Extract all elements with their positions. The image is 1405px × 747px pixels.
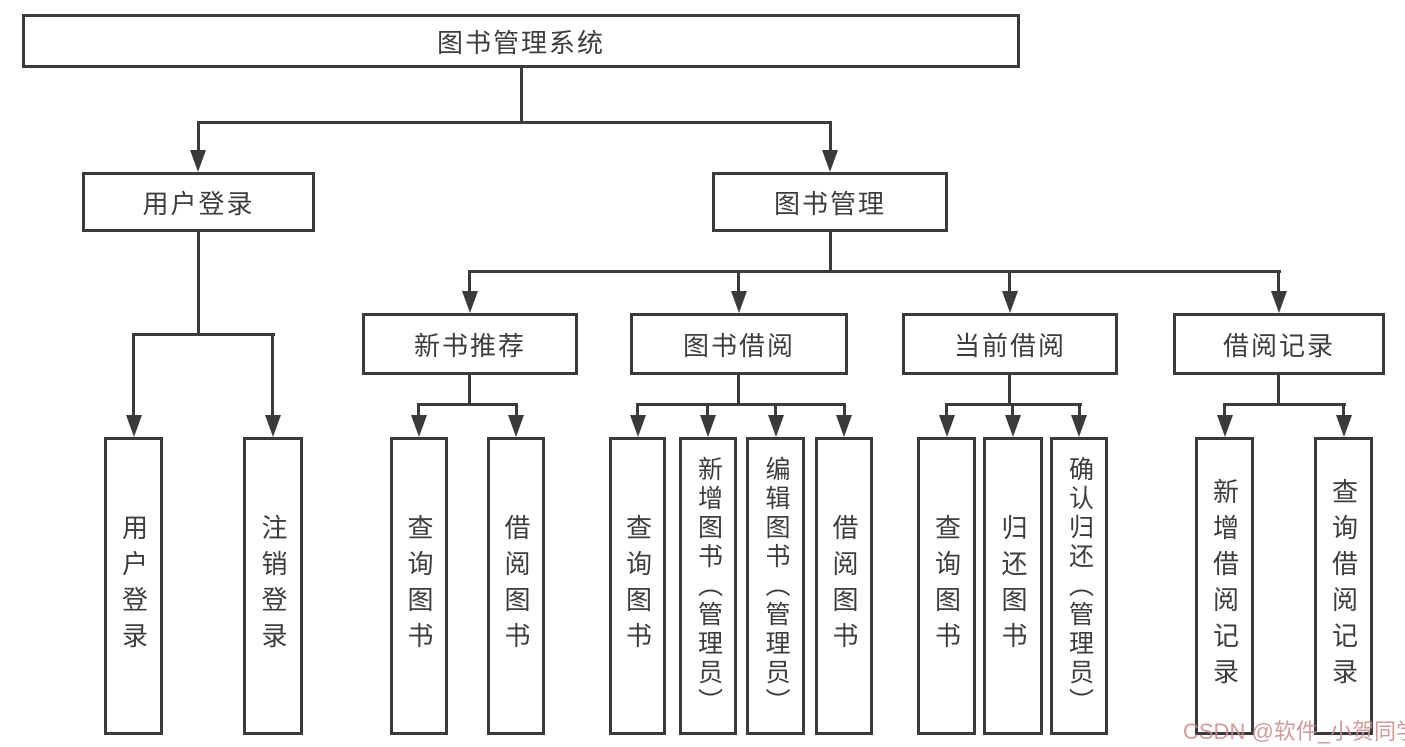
arrow-down-icon: [462, 291, 478, 313]
arrow-down-icon: [731, 291, 747, 313]
leaf-query-books-borrowing: 查询图书: [609, 437, 666, 735]
csdn-watermark: CSDN @软件_小贺同学: [1183, 719, 1405, 744]
arrow-down-icon: [1005, 415, 1021, 437]
connector-line: [706, 403, 709, 417]
connector-line: [468, 270, 1281, 273]
leaf-query-borrow-record: 查询借阅记录: [1314, 437, 1373, 735]
connector-line: [132, 333, 275, 336]
leaf-borrow-books-recommend: 借阅图书: [487, 437, 545, 735]
leaf-query-books-recommend: 查询图书: [390, 437, 448, 735]
connector-line: [197, 121, 832, 124]
node-new-book-recommend-label: 新书推荐: [413, 330, 526, 361]
connector-line: [417, 403, 420, 417]
connector-line: [1008, 270, 1011, 293]
connector-line: [468, 270, 471, 293]
arrow-down-icon: [768, 415, 784, 437]
connector-line: [737, 375, 740, 406]
leaf-user-login-label: 用户登录: [118, 514, 149, 658]
connector-line: [197, 121, 200, 152]
connector-line: [520, 68, 523, 123]
connector-line: [829, 232, 832, 273]
connector-line: [468, 375, 471, 406]
arrow-down-icon: [822, 150, 838, 172]
leaf-borrow-books-label: 借阅图书: [829, 514, 859, 658]
node-current-borrowing-label: 当前借阅: [953, 330, 1066, 361]
arrow-down-icon: [190, 150, 206, 172]
arrow-down-icon: [1336, 415, 1352, 437]
leaf-add-books-admin-label: 新增图书（管理员）: [694, 455, 723, 717]
connector-line: [1223, 403, 1226, 417]
leaf-confirm-return-admin: 确认归还（管理员）: [1050, 437, 1108, 735]
connector-line: [1277, 375, 1280, 406]
connector-line: [1223, 403, 1346, 406]
connector-line: [945, 403, 948, 417]
arrow-down-icon: [1271, 291, 1287, 313]
connector-line: [417, 403, 518, 406]
connector-line: [636, 403, 639, 417]
arrow-down-icon: [1217, 415, 1233, 437]
arrow-down-icon: [411, 415, 427, 437]
leaf-edit-books-admin: 编辑图书（管理员）: [746, 437, 805, 735]
connector-line: [1011, 403, 1014, 417]
leaf-add-borrow-record: 新增借阅记录: [1195, 437, 1254, 735]
node-book-management-label: 图书管理: [773, 188, 886, 219]
node-library-system-label: 图书管理系统: [436, 27, 605, 58]
leaf-logout: 注销登录: [243, 437, 303, 735]
node-current-borrowing: 当前借阅: [902, 313, 1118, 375]
node-user-login: 用户登录: [82, 172, 315, 232]
leaf-logout-label: 注销登录: [258, 514, 288, 658]
leaf-add-borrow-record-label: 新增借阅记录: [1209, 478, 1240, 694]
connector-line: [1277, 270, 1280, 293]
connector-line: [1008, 375, 1011, 406]
arrow-down-icon: [939, 415, 955, 437]
leaf-borrow-books-recommend-label: 借阅图书: [501, 514, 531, 658]
connector-line: [737, 270, 740, 293]
leaf-query-books-recommend-label: 查询图书: [404, 514, 434, 658]
connector-line: [636, 403, 846, 406]
connector-line: [1078, 403, 1081, 417]
connector-line: [515, 403, 518, 417]
node-book-borrowing: 图书借阅: [630, 313, 848, 375]
arrow-down-icon: [1002, 291, 1018, 313]
node-book-borrowing-label: 图书借阅: [682, 330, 795, 361]
node-new-book-recommend: 新书推荐: [362, 313, 578, 375]
node-user-login-label: 用户登录: [142, 188, 255, 219]
leaf-user-login: 用户登录: [104, 437, 163, 735]
leaf-return-books: 归还图书: [983, 437, 1043, 735]
leaf-return-books-label: 归还图书: [998, 514, 1028, 658]
leaf-borrow-books: 借阅图书: [815, 437, 873, 735]
node-library-system: 图书管理系统: [22, 14, 1020, 68]
arrow-down-icon: [836, 415, 852, 437]
connector-line: [843, 403, 846, 417]
arrow-down-icon: [700, 415, 716, 437]
node-borrow-records: 借阅记录: [1173, 313, 1385, 375]
leaf-query-books-current: 查询图书: [917, 437, 976, 735]
connector-line: [774, 403, 777, 417]
arrow-down-icon: [508, 415, 524, 437]
arrow-down-icon: [126, 415, 142, 437]
node-borrow-records-label: 借阅记录: [1222, 330, 1335, 361]
leaf-query-books-current-label: 查询图书: [931, 514, 962, 658]
arrow-down-icon: [630, 415, 646, 437]
leaf-confirm-return-admin-label: 确认归还（管理员）: [1065, 455, 1094, 717]
node-book-management: 图书管理: [712, 172, 948, 232]
leaf-add-books-admin: 新增图书（管理员）: [679, 437, 737, 735]
connector-line: [271, 333, 274, 417]
connector-line: [132, 333, 135, 417]
leaf-query-borrow-record-label: 查询借阅记录: [1328, 478, 1359, 694]
connector-line: [1342, 403, 1345, 417]
arrow-down-icon: [265, 415, 281, 437]
connector-line: [829, 121, 832, 152]
arrow-down-icon: [1071, 415, 1087, 437]
connector-line: [197, 232, 200, 336]
leaf-edit-books-admin-label: 编辑图书（管理员）: [762, 455, 790, 717]
leaf-query-books-borrowing-label: 查询图书: [622, 514, 653, 658]
